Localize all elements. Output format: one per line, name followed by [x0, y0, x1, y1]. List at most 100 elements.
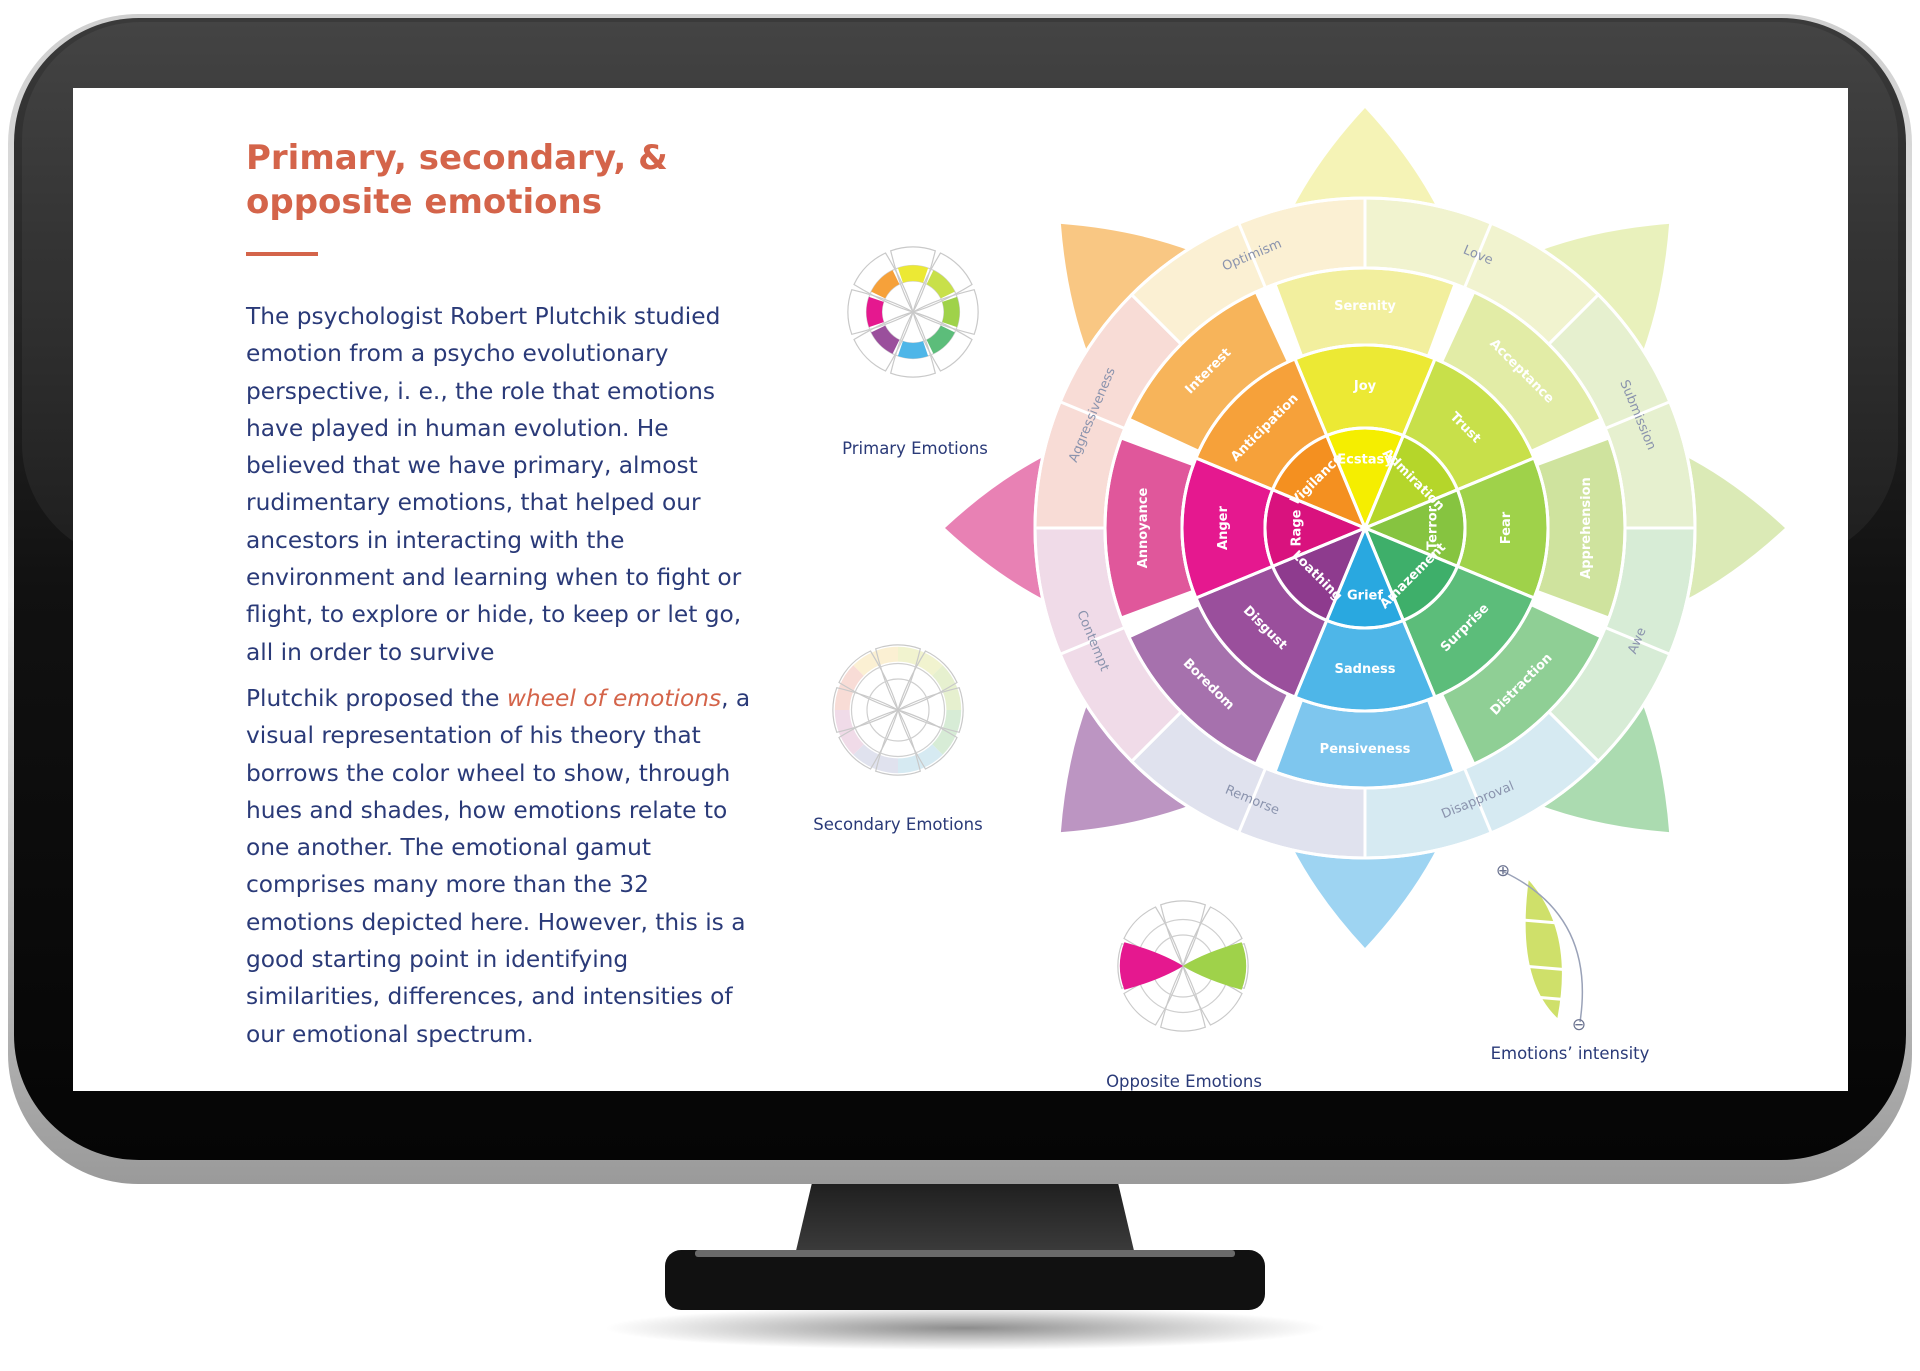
- wheel-paragraph: Plutchik proposed the wheel of emotions,…: [246, 680, 750, 1053]
- thumbnail-petal-outline: [1159, 900, 1207, 968]
- text-line: flight, to explore or hide, to keep or l…: [246, 601, 742, 629]
- stand-neck: [795, 1170, 1135, 1255]
- screen: Primary, secondary, & opposite emotions …: [73, 88, 1848, 1091]
- emotion-label-apprehension: Apprehension: [1579, 477, 1594, 579]
- page-title-line: opposite emotions: [246, 182, 602, 222]
- fear-tip: [1682, 454, 1785, 602]
- wheel-ring: [1103, 266, 1627, 790]
- intensity-divider: [1521, 994, 1571, 1002]
- text-line: rudimentary emotions, that helped our: [246, 489, 701, 517]
- disgust-thumbnail-swatch: [871, 325, 900, 354]
- emotions-intensity-label: Emotions’ intensity: [1491, 1044, 1650, 1063]
- anticipation-thumbnail-swatch: [871, 270, 900, 299]
- emotion-label-fear: Fear: [1499, 511, 1514, 544]
- surprise-tip: [1537, 700, 1670, 833]
- sadness-tip: [1291, 845, 1439, 948]
- thumbnail-petal-outline: [853, 252, 914, 313]
- emotions-intensity-thumbnail: [1503, 871, 1584, 1023]
- thumbnail-petal-outline: [889, 246, 937, 314]
- thumbnail-petal-outline: [874, 644, 922, 712]
- text-line: hues and shades, how emotions relate to: [246, 796, 728, 824]
- text-line: The psychologist Robert Plutchik studied: [246, 303, 721, 330]
- emotion-label-pensiveness: Pensiveness: [1320, 742, 1411, 757]
- dyad-thumbnail-swatch: [853, 744, 898, 774]
- wheel-ring: [1180, 343, 1550, 713]
- wheel-divider: [1237, 222, 1367, 529]
- wheel-ring: [1263, 426, 1467, 630]
- anger-thumbnail-swatch: [866, 296, 884, 328]
- thumbnail-petal-outline: [853, 311, 914, 372]
- sadness-thumbnail-swatch: [897, 341, 929, 359]
- text-fragment: , a: [721, 685, 751, 712]
- intro-paragraph: The psychologist Robert Plutchik studied…: [246, 298, 746, 671]
- opposite-emotions-thumbnail: [1117, 900, 1249, 1032]
- intensity-divider: [1521, 918, 1571, 926]
- wheel-divider: [1364, 526, 1671, 656]
- thumbnail-petal-outline: [1159, 964, 1207, 1032]
- thumbnail-petal-outline: [911, 288, 979, 336]
- secondary-emotions-label: Secondary Emotions: [813, 815, 982, 834]
- text-line: comprises many more than the 32: [246, 871, 649, 899]
- text-line: our emotional spectrum.: [246, 1020, 534, 1048]
- opposite-emotions-label: Opposite Emotions: [1106, 1072, 1262, 1091]
- text-line: environment and learning when to fight o…: [246, 564, 742, 592]
- thumbnail-petal-outline: [889, 310, 937, 378]
- text-line: all in order to survive: [246, 638, 495, 666]
- stand-base-highlight: [695, 1250, 1235, 1257]
- wheel-divider: [1363, 527, 1493, 834]
- wheel-divider: [1059, 400, 1366, 530]
- emotion-label-rage: Rage: [1290, 509, 1305, 546]
- anticipation-tip: [1060, 223, 1193, 356]
- text-line: believed that we have primary, almost: [246, 452, 698, 480]
- text-line: ancestors in interacting with the: [246, 526, 625, 554]
- thumbnail-ring: [866, 678, 930, 742]
- text-line: perspective, i. e., the role that emotio…: [246, 377, 716, 405]
- surprise-thumbnail-swatch: [926, 325, 955, 354]
- primary-emotions-thumbnail: [847, 246, 979, 378]
- emotion-label-anger: Anger: [1216, 505, 1231, 549]
- thumbnail-petal-outline: [896, 686, 964, 734]
- intensity-petal: [1523, 875, 1564, 1022]
- emotion-label-ecstasy: Ecstasy: [1337, 453, 1393, 468]
- thumbnail-petal-outline: [838, 650, 899, 711]
- dyad-thumbnail-swatch: [834, 665, 864, 710]
- fear-opposite-swatch: [1183, 942, 1247, 990]
- title-underline: [246, 252, 318, 256]
- intensity-divider: [1521, 964, 1571, 972]
- text-line: good starting point in identifying: [246, 946, 629, 974]
- wheel-divider: [1363, 222, 1493, 529]
- thumbnail-petal-outline: [838, 709, 899, 770]
- secondary-emotions-thumbnail: [832, 644, 964, 776]
- text-line: emotions depicted here. However, this is…: [246, 908, 746, 936]
- emotion-label-joy: Joy: [1353, 379, 1377, 394]
- emotion-label-terror: Terror: [1426, 505, 1441, 550]
- thumbnail-petal-outline: [847, 288, 915, 336]
- text-fragment: Plutchik proposed the: [246, 685, 507, 712]
- thumbnail-petal-outline: [912, 252, 973, 313]
- disgust-tip: [1060, 700, 1193, 833]
- joy-tip: [1291, 108, 1439, 211]
- thumbnail-petal-outline: [832, 686, 900, 734]
- trust-thumbnail-swatch: [926, 270, 955, 299]
- emotion-wheel-diagram: Primary Emotions Secondary Emotions Oppo…: [813, 108, 1785, 1091]
- wheel-ring: [1033, 196, 1697, 860]
- joy-thumbnail-swatch: [897, 265, 929, 283]
- wheel-divider: [1364, 400, 1671, 530]
- anger-tip: [945, 454, 1048, 602]
- text-line: emotion from a psycho evolutionary: [246, 340, 669, 368]
- text-line: borrows the color wheel to show, through: [246, 759, 731, 787]
- thumbnail-ring: [850, 662, 946, 758]
- text-line: one another. The emotional gamut: [246, 834, 651, 862]
- dyad-thumbnail-swatch: [853, 646, 898, 676]
- thumbnail-petal-outline: [912, 311, 973, 372]
- plus-icon: ⊕: [1496, 861, 1510, 881]
- intensity-arc: [1503, 871, 1584, 1023]
- stand-shadow: [605, 1306, 1325, 1350]
- dyad-thumbnail-swatch: [898, 646, 943, 676]
- wheel-of-emotions-link[interactable]: wheel of emotions: [506, 685, 722, 712]
- fear-thumbnail-swatch: [942, 296, 960, 328]
- text-line: have played in human evolution. He: [246, 414, 669, 442]
- dyad-thumbnail-swatch: [834, 710, 864, 755]
- primary-emotions-label: Primary Emotions: [842, 439, 988, 458]
- plutchik-wheel: SerenityJoyEcstasyAcceptanceTrustAdmirat…: [945, 108, 1785, 948]
